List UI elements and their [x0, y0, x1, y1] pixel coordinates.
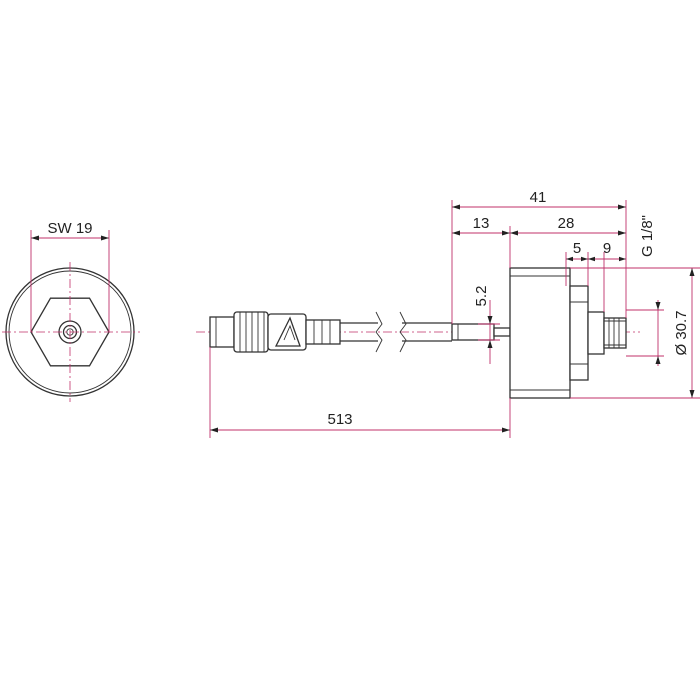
- dim-41-label: 41: [530, 189, 547, 206]
- sensor-body: [509, 267, 571, 399]
- dim-thread-arrow-bottom: [655, 356, 661, 364]
- cable-break-left: [375, 311, 383, 353]
- dim-30-7-arrow-top: [689, 268, 695, 276]
- plug-marking-triangle: [274, 316, 301, 347]
- plug-front-sleeve: [209, 316, 235, 348]
- dim-5-label: 5: [573, 240, 581, 257]
- sw-label: SW 19: [47, 220, 92, 237]
- plug-grip: [233, 311, 269, 353]
- thread: [603, 317, 627, 349]
- dim-9-label: 9: [603, 240, 611, 257]
- cable: [340, 311, 452, 353]
- plug-strain-relief: [305, 319, 341, 345]
- dim-thread-arrow-top: [655, 302, 661, 310]
- sw-arrow-right: [101, 235, 109, 241]
- cable-break-right: [399, 311, 407, 353]
- sensor-neck: [493, 327, 511, 337]
- dim-13-arrow-left: [452, 230, 460, 236]
- dim-5-2-arrow-top: [487, 316, 493, 324]
- dim-28-arrow-right: [618, 230, 626, 236]
- front-view: SW 19: [2, 220, 140, 402]
- dim-513-arrow-right: [502, 427, 510, 433]
- dim-5-arrow-right: [581, 256, 588, 262]
- dim-28-arrow-left: [510, 230, 518, 236]
- dim-513-label: 513: [327, 411, 352, 428]
- dim-13-label: 13: [473, 215, 490, 232]
- dim-5-2-arrow-bottom: [487, 340, 493, 348]
- dim-28-label: 28: [558, 215, 575, 232]
- dim-5-2-label: 5.2: [473, 286, 490, 307]
- thread-collar: [587, 311, 605, 355]
- dim-13-arrow-right: [502, 230, 510, 236]
- side-view: 513 41 13 28 5 9 5.2 Ø 30: [196, 189, 700, 438]
- dim-9-arrow-right: [619, 256, 626, 262]
- dim-30-7-arrow-bottom: [689, 390, 695, 398]
- dim-30-7-label: Ø 30.7: [673, 310, 690, 355]
- dim-41-arrow-right: [618, 204, 626, 210]
- dim-513-arrow-left: [210, 427, 218, 433]
- connector-plug: [209, 311, 341, 353]
- dim-thread-label: G 1/8": [639, 215, 656, 257]
- dim-5-arrow-left: [566, 256, 573, 262]
- hex-flange: [569, 285, 589, 381]
- sw-arrow-left: [31, 235, 39, 241]
- plug-marking-inner: [283, 324, 296, 341]
- dim-9-arrow-left: [588, 256, 595, 262]
- dim-41-arrow-left: [452, 204, 460, 210]
